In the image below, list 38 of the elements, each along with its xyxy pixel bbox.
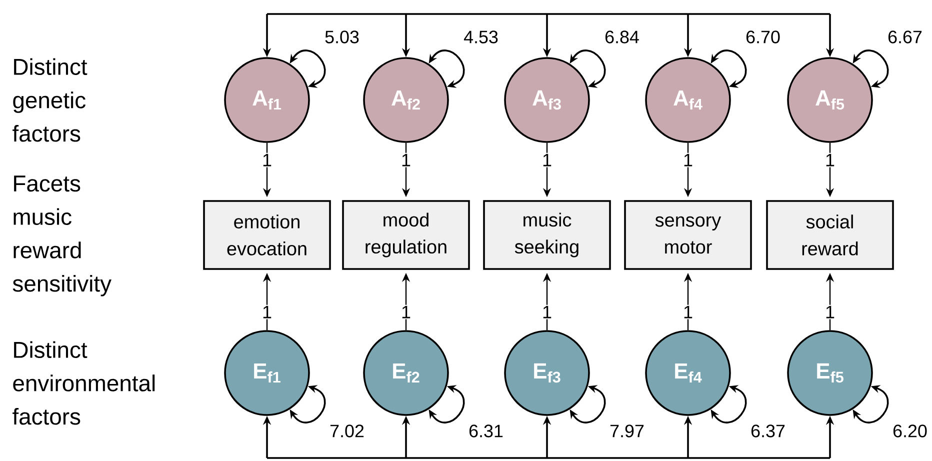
variance-label: 6.31 xyxy=(468,424,504,438)
facet-box: emotion evocation xyxy=(203,200,331,270)
variance-label: 7.97 xyxy=(608,424,646,438)
facet-box: sensory motor xyxy=(624,200,752,270)
variance-arrow xyxy=(852,50,889,88)
row-label: Distinct genetic factors xyxy=(12,58,88,142)
variance-arrow xyxy=(852,385,889,424)
variance-arrow xyxy=(570,50,606,88)
variance-label: 5.03 xyxy=(324,30,360,44)
edge-label: 1 xyxy=(400,152,412,168)
row-label: Facets music reward sensitivity xyxy=(12,176,112,296)
edge-label: 1 xyxy=(682,304,694,320)
edge-label: 1 xyxy=(541,152,553,168)
edge-label: 1 xyxy=(261,304,273,320)
variance-arrow xyxy=(290,385,326,424)
edge-label: 1 xyxy=(824,152,836,168)
edge-label: 1 xyxy=(682,152,694,168)
edge-label: 1 xyxy=(261,152,273,168)
variance-arrow xyxy=(710,385,747,424)
row-label: Distinct environmental factors xyxy=(12,341,155,425)
facet-box: social reward xyxy=(766,200,894,270)
variance-arrow xyxy=(570,385,606,424)
facet-box: music seeking xyxy=(483,200,611,270)
variance-label: 7.02 xyxy=(328,424,366,438)
edge-label: 1 xyxy=(400,304,412,320)
facet-box: mood regulation xyxy=(342,200,470,270)
variance-arrow xyxy=(290,50,326,88)
variance-label: 6.70 xyxy=(744,30,782,44)
variance-label: 4.53 xyxy=(462,30,500,44)
variance-label: 6.20 xyxy=(892,424,928,438)
edge-label: 1 xyxy=(541,304,553,320)
variance-label: 6.67 xyxy=(886,30,924,44)
variance-arrow xyxy=(428,50,465,88)
variance-label: 6.84 xyxy=(604,30,640,44)
edge-label: 1 xyxy=(824,304,836,320)
variance-arrow xyxy=(428,385,465,424)
variance-arrow xyxy=(710,50,747,88)
variance-label: 6.37 xyxy=(750,424,786,438)
